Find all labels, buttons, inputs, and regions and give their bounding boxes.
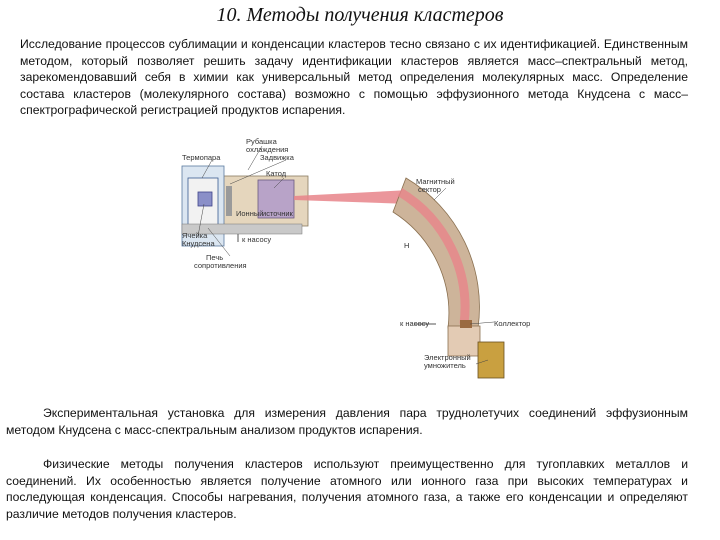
- knudsen-cell: [197, 191, 213, 207]
- label-furnace: Печь: [206, 253, 223, 262]
- intro-paragraph: Исследование процессов сублимации и конд…: [20, 37, 688, 118]
- figure-caption: Экспериментальная установка для измерени…: [6, 406, 688, 437]
- leader-cathode: [273, 177, 285, 189]
- label-furnace-2: сопротивления: [194, 261, 247, 270]
- flight-tube: [447, 325, 481, 357]
- label-knudsen-cell-2: Кнудсена: [182, 239, 215, 248]
- leader-magnet: [433, 187, 447, 201]
- label-cathode: Катод: [266, 169, 287, 178]
- label-to-pump-2: к насосу: [400, 319, 429, 328]
- leader-furnace: [207, 227, 231, 257]
- mass-spectrometer-diagram: Рубашка охлаждения Термопара Задвижка Ка…: [181, 138, 530, 379]
- label-shield: Рубашка: [246, 138, 278, 146]
- leader-shield: [247, 145, 263, 171]
- leader-knudsen: [197, 203, 205, 237]
- chamber-base: [181, 223, 303, 235]
- label-knudsen-cell: Ячейка: [182, 231, 208, 240]
- ion-beam-in: [294, 190, 410, 204]
- leader-collector: [469, 321, 495, 325]
- label-ion-source-2: источник: [262, 209, 294, 218]
- collector: [460, 320, 472, 328]
- label-field: H: [404, 241, 409, 250]
- page-title: 10. Методы получения кластеров: [216, 4, 504, 26]
- label-valve: Задвижка: [260, 153, 295, 162]
- label-to-pump-1: к насосу: [242, 235, 271, 244]
- physical-methods-paragraph: Физические методы получения кластеров ис…: [6, 457, 688, 521]
- label-ion-source: Ионный: [236, 209, 263, 218]
- label-shield-2: охлаждения: [246, 145, 288, 154]
- leader-valve: [229, 159, 287, 185]
- valve: [226, 186, 232, 216]
- leader-thermocouple: [201, 159, 213, 179]
- electron-multiplier: [477, 341, 505, 379]
- label-multiplier: Электронный: [424, 353, 471, 362]
- label-thermocouple: Термопара: [182, 153, 221, 162]
- label-magnetic-sector: Магнитный: [416, 177, 455, 186]
- label-multiplier-2: умножитель: [424, 361, 466, 370]
- label-magnetic-sector-2: сектор: [418, 185, 441, 194]
- label-collector: Коллектор: [494, 319, 530, 328]
- ion-beam-curved: [397, 188, 470, 325]
- leader-multiplier: [475, 359, 489, 365]
